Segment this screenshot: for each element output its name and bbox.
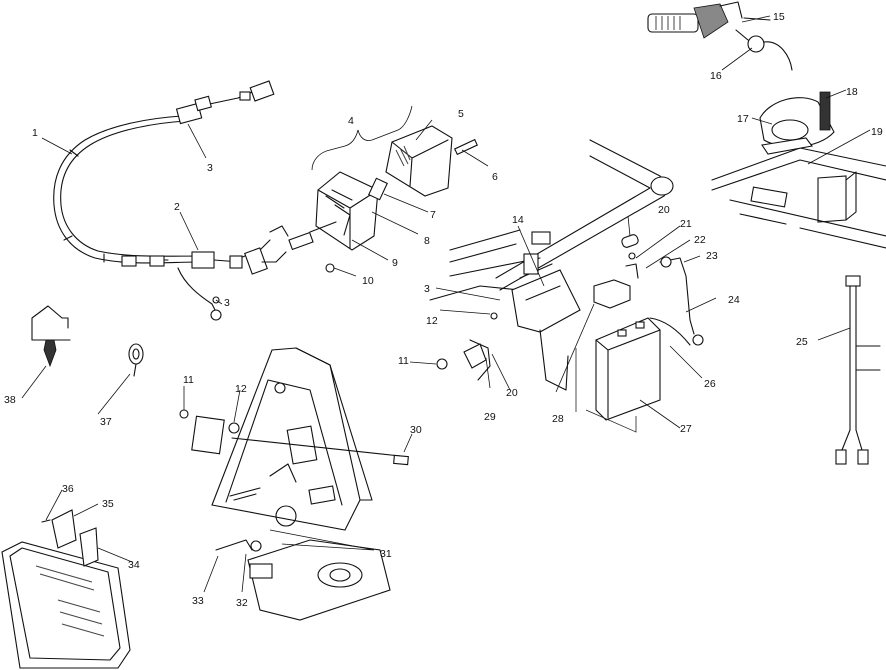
handlebar-switch [647,1,793,71]
callout-27: 27 [680,423,692,435]
callout-1: 1 [32,127,38,139]
wire-lead [835,275,881,465]
callout-20: 20 [658,204,670,216]
horn-and-frame [711,91,886,249]
callout-25: 25 [796,336,808,348]
wiring-harness [53,80,287,321]
callout-30: 30 [410,424,422,436]
mount-plate [179,347,409,621]
callout-34: 34 [128,559,140,571]
small-parts-left [31,305,144,377]
callout-3: 3 [224,297,230,309]
callout-32: 32 [236,597,248,609]
callout-29: 29 [484,411,496,423]
callout-21: 21 [680,218,692,230]
rear-grab-bar [1,509,131,669]
callout-16: 16 [710,70,722,82]
callout-11: 11 [398,355,409,367]
callout-12: 12 [235,383,247,395]
callout-9: 9 [392,257,398,269]
callout-24: 24 [728,294,740,306]
callout-31: 31 [380,548,392,560]
callout-10: 10 [362,275,374,287]
callout-12: 12 [426,315,438,327]
callout-5: 5 [458,108,464,120]
callout-26: 26 [704,378,716,390]
callout-2: 2 [174,201,180,213]
callout-14: 14 [512,214,524,226]
callout-4: 4 [348,115,354,127]
callout-18: 18 [846,86,858,98]
leader-lines [21,15,871,593]
callout-23: 23 [706,250,718,262]
callout-36: 36 [62,483,74,495]
callout-38: 38 [4,394,16,406]
callout-19: 19 [871,126,883,138]
taillight-assembly [269,105,478,273]
callout-17: 17 [737,113,749,125]
callout-3: 3 [207,162,213,174]
callout-7: 7 [430,209,436,221]
callout-11: 11 [183,374,194,386]
callout-37: 37 [100,416,112,428]
callout-22: 22 [694,234,706,246]
callout-8: 8 [424,235,430,247]
callout-3: 3 [424,283,430,295]
frame-and-battery [429,139,704,433]
callout-20: 20 [506,387,518,399]
callout-28: 28 [552,413,564,425]
callout-35: 35 [102,498,114,510]
callout-33: 33 [192,595,204,607]
callout-15: 15 [773,11,785,23]
callout-6: 6 [492,171,498,183]
callout-labels: 1 2 3 3 3 4 5 6 7 8 9 10 11 11 12 12 14 … [4,11,883,609]
